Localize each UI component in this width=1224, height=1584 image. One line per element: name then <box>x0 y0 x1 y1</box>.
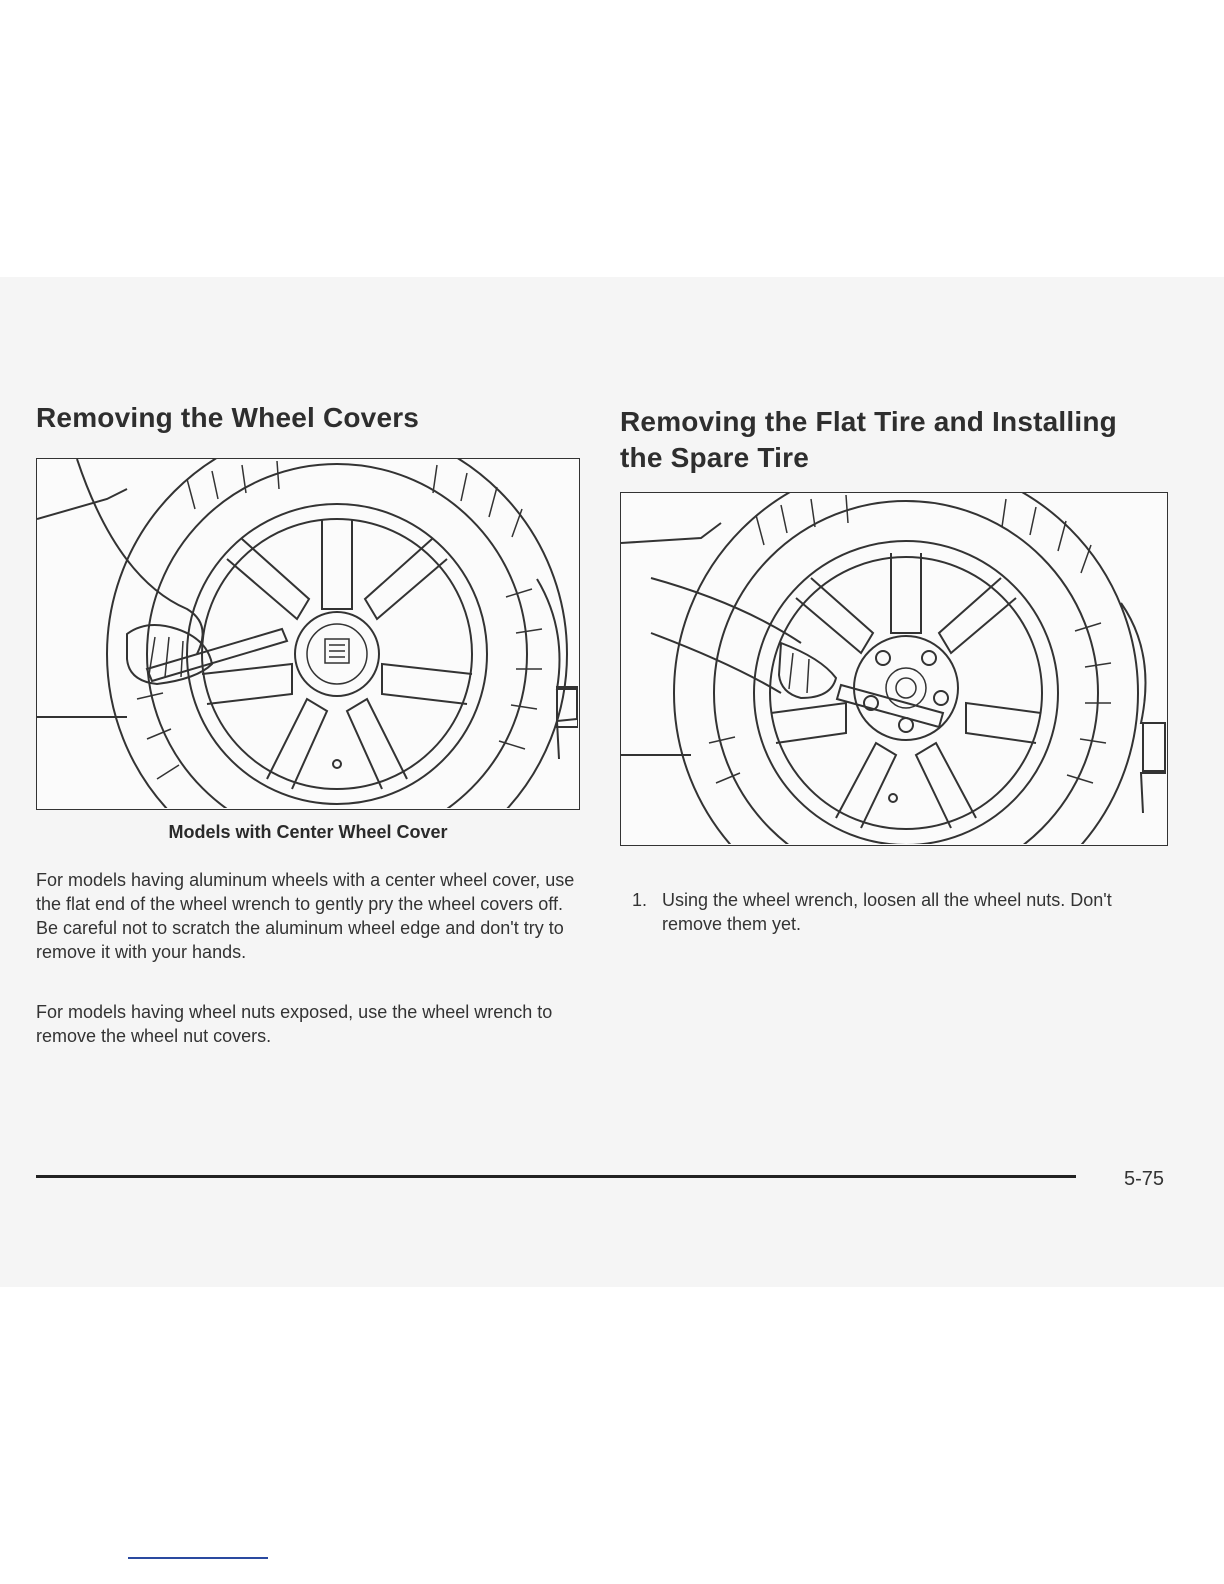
illustration-wheel-cover-removal <box>36 458 580 810</box>
heading-line-2: the Spare Tire <box>620 442 810 473</box>
figure-caption: Models with Center Wheel Cover <box>168 822 448 842</box>
section-heading-removing-flat-tire: Removing the Flat Tire and Installing th… <box>620 404 1180 476</box>
illustration-loosening-wheel-nuts <box>620 492 1168 846</box>
bottom-link-underline <box>128 1557 268 1559</box>
paragraph-aluminum-wheels: For models having aluminum wheels with a… <box>36 870 575 962</box>
step-number: 1. <box>632 890 648 910</box>
footer-rule <box>36 1175 1076 1178</box>
page-number: 5-75 <box>1124 1168 1165 1190</box>
section-heading-removing-wheel-covers: Removing the Wheel Covers <box>36 402 420 433</box>
heading-line-1: Removing the Flat Tire and Installing <box>620 406 1117 437</box>
step-1: 1. Using the wheel wrench, loosen all th… <box>632 888 1172 948</box>
paragraph-wheel-nut-covers: For models having wheel nuts exposed, us… <box>36 1002 553 1046</box>
step-text: Using the wheel wrench, loosen all the w… <box>662 890 1112 934</box>
